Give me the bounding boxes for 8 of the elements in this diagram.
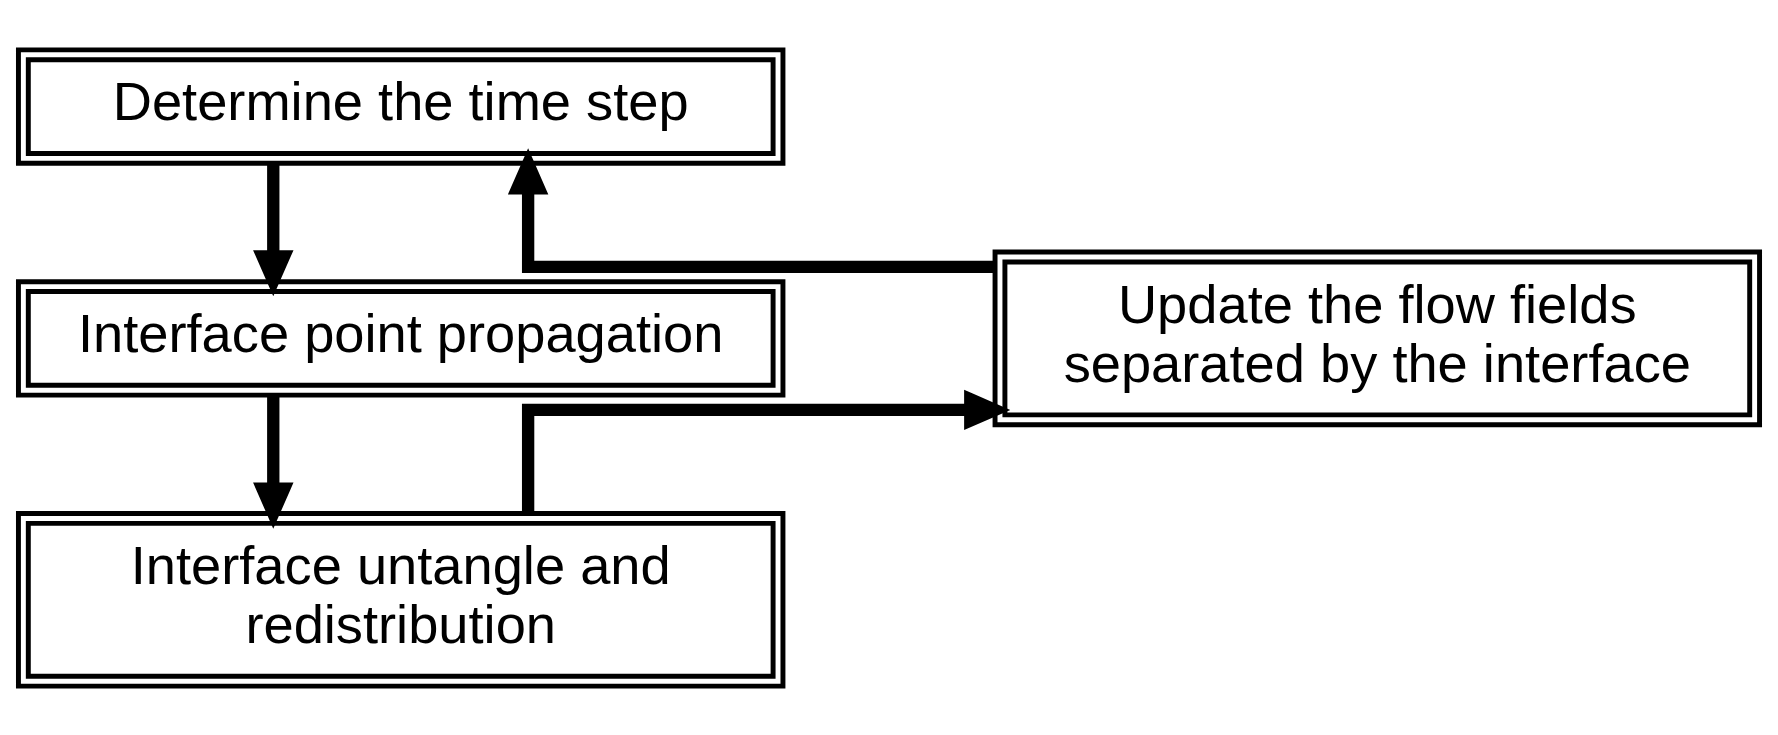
arrow	[521, 389, 1011, 513]
node-box: Interface point propagation	[15, 278, 786, 398]
arrow	[253, 394, 294, 529]
arrow	[253, 163, 294, 296]
node-box: Determine the time step	[15, 46, 786, 166]
arrow	[507, 147, 995, 273]
node-box: Interface untangle and redistribution	[15, 510, 786, 689]
node-box: Update the flow fields separated by the interface	[992, 249, 1763, 427]
